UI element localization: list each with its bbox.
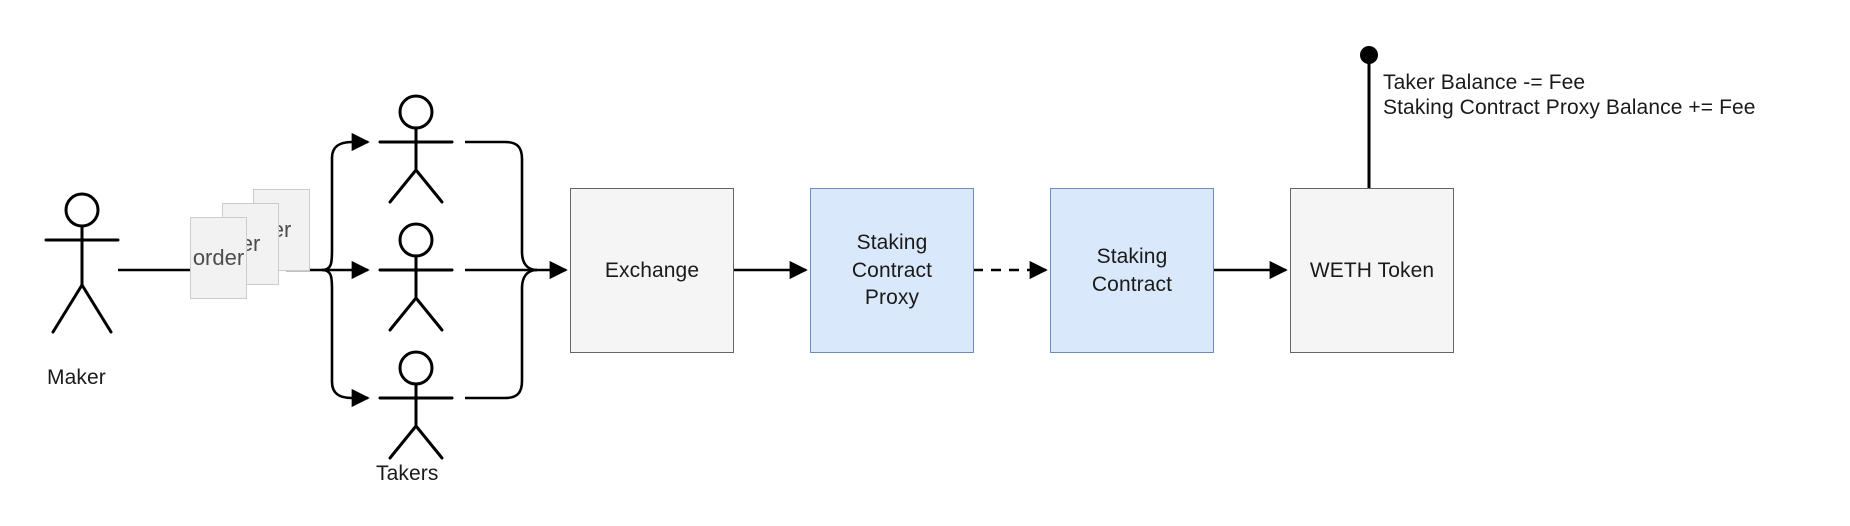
annotation-anchor-dot-icon — [1360, 46, 1378, 64]
taker-figure-2-icon — [378, 222, 454, 332]
node-exchange-label: Exchange — [604, 258, 700, 282]
node-staking-contract[interactable]: Staking Contract — [1050, 188, 1214, 353]
node-weth-token-label: WETH Token — [1309, 258, 1435, 282]
taker-figure-1-icon — [378, 94, 454, 204]
maker-label: Maker — [47, 366, 106, 389]
edge-branch-to-taker-top — [321, 132, 370, 272]
taker-figure-3-icon — [378, 350, 454, 460]
node-staking-proxy-label-line1: Staking — [856, 230, 928, 254]
node-staking-contract-proxy[interactable]: Staking Contract Proxy — [810, 188, 974, 353]
edge-taker-top-to-merge — [465, 140, 538, 272]
node-weth-token[interactable]: WETH Token — [1290, 188, 1454, 353]
order-card-front[interactable]: order — [190, 217, 247, 299]
order-card-front-label: order — [192, 245, 245, 270]
annotation-line-2: Staking Contract Proxy Balance += Fee — [1383, 96, 1756, 119]
edge-taker-bottom-to-merge — [465, 268, 538, 400]
node-exchange[interactable]: Exchange — [570, 188, 734, 353]
node-staking-contract-label-line2: Contract — [1091, 272, 1173, 296]
node-staking-proxy-label-line2: Contract — [851, 258, 933, 282]
node-staking-proxy-label-line3: Proxy — [864, 286, 920, 310]
maker-figure-icon — [44, 192, 120, 334]
edge-branch-to-taker-bottom — [321, 268, 370, 408]
annotation-line-1: Taker Balance -= Fee — [1383, 71, 1586, 94]
takers-label: Takers — [376, 462, 439, 485]
node-staking-contract-label-line1: Staking — [1096, 244, 1168, 268]
